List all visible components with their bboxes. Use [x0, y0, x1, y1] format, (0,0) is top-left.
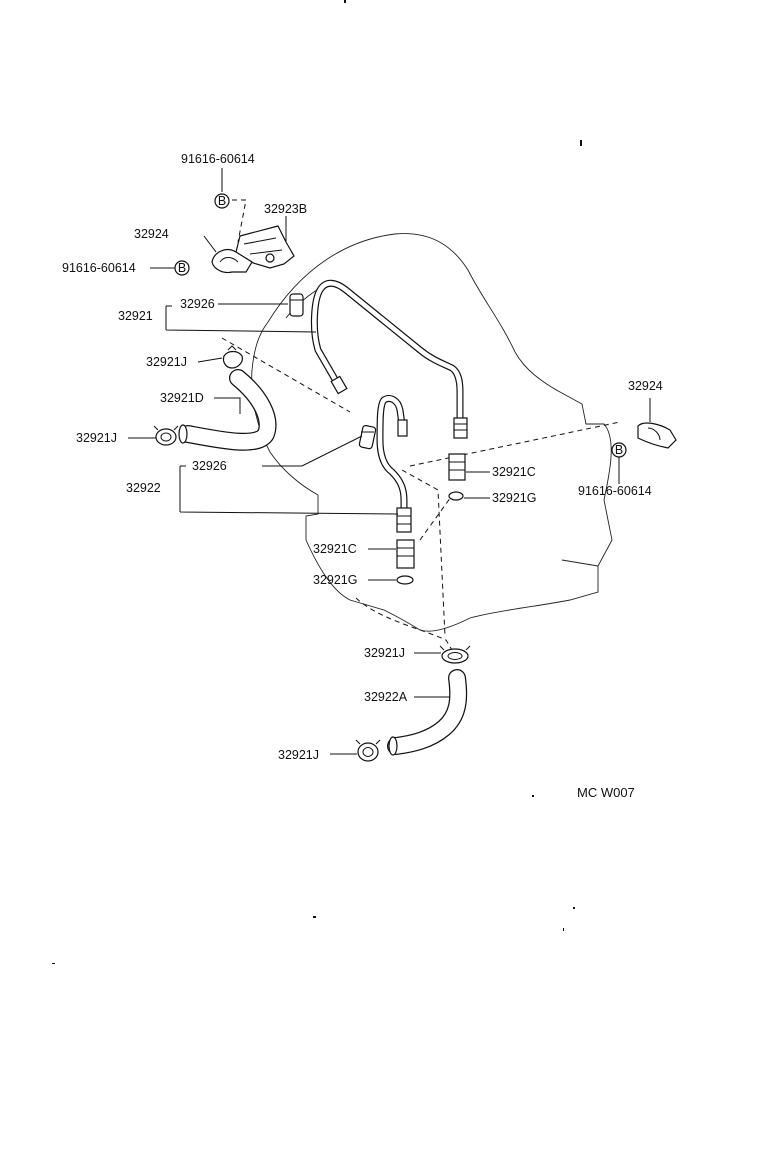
bolt-b-right: B — [611, 442, 627, 458]
bolt-b-left: B — [174, 260, 190, 276]
clip-32921j-upper — [222, 345, 243, 369]
label-32921: 32921 — [118, 309, 153, 323]
oil-tube-32922 — [376, 394, 412, 533]
grommet-32926-lower — [358, 424, 377, 450]
label-91616-60614-right: 91616-60614 — [578, 484, 652, 498]
gasket-32921g-right — [448, 491, 464, 501]
clamp-32924-right — [637, 398, 677, 449]
gasket-32921g-center — [396, 575, 414, 585]
label-32921c-center: 32921C — [313, 542, 357, 556]
grommet-32926-upper — [289, 293, 304, 317]
label-32926-upper: 32926 — [180, 297, 215, 311]
label-91616-60614-left: 91616-60614 — [62, 261, 136, 275]
label-32922: 32922 — [126, 481, 161, 495]
label-32921d: 32921D — [160, 391, 204, 405]
oil-tube-32921 — [310, 279, 468, 439]
label-32921g-right: 32921G — [492, 491, 536, 505]
hose-32921d — [178, 369, 277, 451]
label-32924-left: 32924 — [134, 227, 169, 241]
hose-32922a — [387, 669, 468, 756]
svg-text:B: B — [178, 261, 186, 275]
label-32922a: 32922A — [364, 690, 408, 704]
clamp-32924-left — [203, 235, 253, 274]
clip-32921j-bottom — [355, 739, 381, 762]
transmission-housing — [251, 233, 613, 632]
label-91616-60614-top: 91616-60614 — [181, 152, 255, 166]
label-32921c-right: 32921C — [492, 465, 536, 479]
leader-lines — [128, 168, 620, 755]
dashed-leaders — [221, 199, 621, 651]
svg-text:B: B — [218, 194, 226, 208]
label-32921j-bottom: 32921J — [278, 748, 319, 762]
drawing-code: MC W007 — [577, 785, 635, 800]
label-32921j-lower: 32921J — [364, 646, 405, 660]
label-32921j-upper: 32921J — [146, 355, 187, 369]
scan-specks — [52, 0, 582, 964]
label-32926-lower: 32926 — [192, 459, 227, 473]
union-32921c-right — [448, 453, 466, 481]
label-32921g-center: 32921G — [313, 573, 357, 587]
part-labels: 91616-60614 32923B 32924 91616-60614 329… — [62, 152, 663, 762]
label-32921j-left: 32921J — [76, 431, 117, 445]
union-32921c-center — [396, 539, 415, 569]
clip-32921j-lower — [439, 645, 471, 664]
clip-32921j-left — [153, 425, 179, 446]
svg-text:B: B — [615, 443, 623, 457]
label-32924-right: 32924 — [628, 379, 663, 393]
label-32923b: 32923B — [264, 202, 307, 216]
bolt-b-top: B — [214, 193, 230, 209]
